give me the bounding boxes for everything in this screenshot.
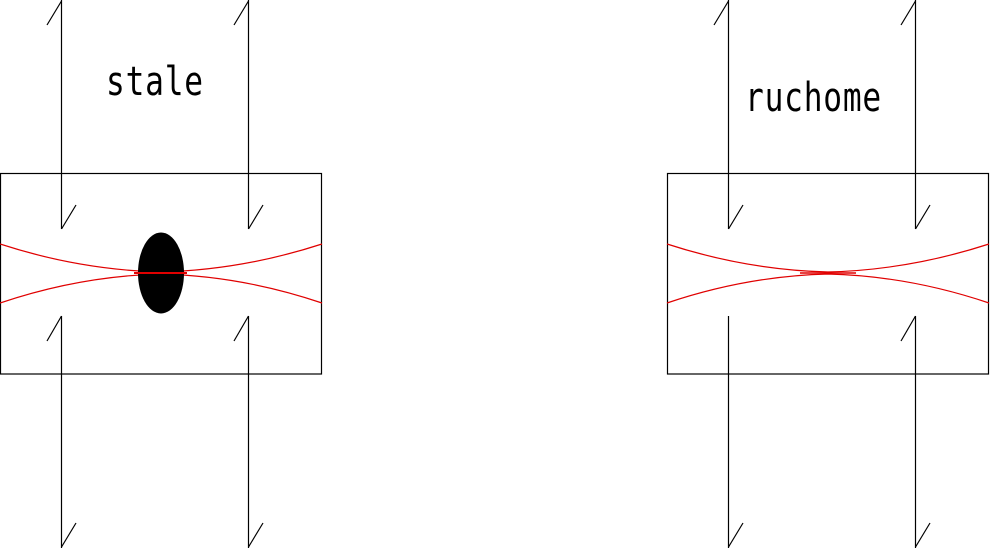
lower-left-tick-bottom [727,522,744,548]
upper-left-tick-top [713,0,730,26]
upper-curve [666,243,990,273]
upper-left-tick-bottom [60,204,77,230]
lower-left-tick-bottom [60,522,77,548]
upper-left-tick-top [46,0,63,26]
label-stale: stale [106,59,204,105]
diagram-ruchome [666,0,990,548]
lower-right-tick-bottom [914,522,931,548]
upper-right-tick-bottom [914,204,931,230]
upper-left-tick-bottom [727,204,744,230]
diagram-stale [0,0,323,548]
upper-right-tick-bottom [247,204,264,230]
lower-right-tick-top [233,315,250,342]
upper-right-tick-top [900,0,917,26]
gap-box [666,172,990,375]
lower-left-tick-top [46,315,63,342]
label-ruchome: ruchome [745,75,882,121]
gap-box [0,172,323,375]
lower-curve [666,273,990,304]
lower-right-tick-top [900,315,917,342]
lower-right-tick-bottom [247,522,264,548]
upper-right-tick-top [233,0,250,26]
